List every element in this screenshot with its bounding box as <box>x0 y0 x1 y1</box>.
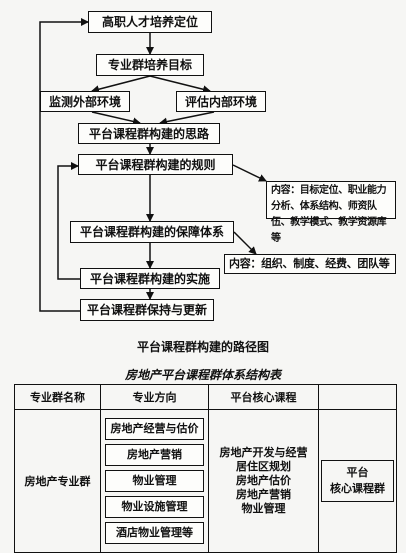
core-course: 物业管理 <box>241 502 286 515</box>
cell-group-name: 房地产专业群 <box>14 409 101 553</box>
table-row: 房地产专业群 房地产经营与估价 房地产营销 物业管理 物业设施管理 酒店物业管理… <box>14 409 397 553</box>
step-group-goal: 专业群培养目标 <box>96 54 204 76</box>
core-course: 房地产营销 <box>236 488 291 501</box>
flow-caption: 平台课程群构建的路径图 <box>136 340 269 354</box>
step-thinking: 平台课程群构建的思路 <box>78 123 220 144</box>
arrow-rules-note <box>232 164 267 182</box>
direction-item: 物业设施管理 <box>105 496 204 518</box>
cell-directions: 房地产经营与估价 房地产营销 物业管理 物业设施管理 酒店物业管理等 <box>100 409 209 553</box>
structure-table: 专业群名称 专业方向 平台核心课程 房地产专业群 房地产经营与估价 房地产营销 … <box>14 384 397 553</box>
cell-core-group: 平台 核心课程群 <box>318 409 397 553</box>
cell-core-courses: 房地产开发与经营 居住区规划 房地产估价 房地产营销 物业管理 <box>208 409 319 553</box>
core-group-line: 核心课程群 <box>330 482 385 495</box>
arrow-2-external <box>91 75 151 94</box>
arrow-2-internal <box>149 75 211 94</box>
core-course: 房地产估价 <box>236 474 291 487</box>
direction-item: 房地产营销 <box>105 444 204 466</box>
step-implement: 平台课程群构建的实施 <box>80 268 220 289</box>
step-evaluate-internal: 评估内部环境 <box>176 91 266 112</box>
header-direction: 专业方向 <box>100 384 209 410</box>
note-guarantee-content: 内容：组织、制度、经费、团队等 <box>224 254 396 274</box>
arrow-external-thinking <box>91 111 141 126</box>
arrow-guarantee-note <box>233 231 257 255</box>
core-course: 居住区规划 <box>236 460 291 473</box>
direction-item: 酒店物业管理等 <box>105 522 204 544</box>
step-guarantee: 平台课程群构建的保障体系 <box>70 221 234 243</box>
step-monitor-external: 监测外部环境 <box>40 91 130 112</box>
arrow-internal-thinking <box>159 111 215 126</box>
step-rules: 平台课程群构建的规则 <box>78 154 233 175</box>
step-talent-positioning: 高职人才培养定位 <box>88 11 212 33</box>
header-empty <box>318 384 397 410</box>
header-core-courses: 平台核心课程 <box>208 384 319 410</box>
direction-item: 物业管理 <box>105 470 204 492</box>
direction-item: 房地产经营与估价 <box>105 418 204 440</box>
table-header-row: 专业群名称 专业方向 平台核心课程 <box>14 384 397 410</box>
note-rules-content: 内容：目标定位、职业能力分析、体系结构、师资队伍、教学模式、教学资源库等 <box>266 181 396 244</box>
header-group-name: 专业群名称 <box>14 384 101 410</box>
core-group-line: 平台 <box>346 466 369 479</box>
step-maintain: 平台课程群保持与更新 <box>80 299 214 321</box>
table-title: 房地产平台课程群体系结构表 <box>124 368 281 382</box>
core-course: 房地产开发与经营 <box>219 446 308 459</box>
core-group-box: 平台 核心课程群 <box>321 460 394 502</box>
